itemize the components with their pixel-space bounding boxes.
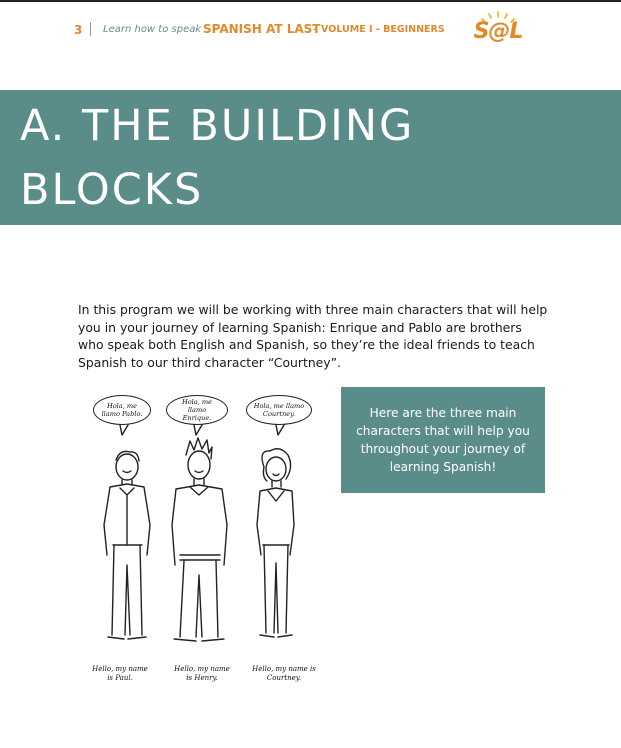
caption-courtney: Hello, my name is Courtney. bbox=[252, 665, 316, 682]
speech-bubble-courtney: Hola, me llamo Courtney. bbox=[246, 395, 312, 425]
sal-logo: S@L bbox=[470, 10, 526, 48]
intro-paragraph: In this program we will be working with … bbox=[78, 302, 548, 370]
speech-bubble-pablo: Hola, me llamo Pablo. bbox=[93, 395, 151, 425]
caption-pablo: Hello, my name is Paul. bbox=[92, 665, 148, 682]
header-volume: – VOLUME I - BEGINNERS bbox=[313, 24, 445, 35]
section-title: A. THE BUILDING BLOCKS bbox=[20, 101, 415, 215]
page-number: 3 bbox=[74, 23, 83, 37]
callout-box: Here are the three main characters that … bbox=[341, 387, 545, 493]
speech-bubble-enrique: Hola, me llamo Enrique. bbox=[166, 395, 228, 425]
running-header: 3 Learn how to speak SPANISH AT LAST – V… bbox=[0, 11, 621, 44]
top-rule bbox=[0, 0, 621, 2]
characters-illustration: Hola, me llamo Pablo. Hola, me llamo Enr… bbox=[80, 395, 330, 690]
enrique-figure bbox=[171, 437, 228, 642]
logo-wordmark: S@L bbox=[473, 19, 524, 44]
header-lead-text: Learn how to speak bbox=[103, 24, 202, 35]
header-book-title: SPANISH AT LAST bbox=[203, 22, 321, 36]
characters-drawing bbox=[103, 424, 295, 642]
courtney-figure bbox=[256, 448, 295, 638]
pablo-figure bbox=[103, 450, 151, 640]
header-separator bbox=[90, 22, 91, 36]
section-banner: A. THE BUILDING BLOCKS bbox=[0, 90, 621, 225]
sun-rays-icon bbox=[481, 11, 515, 23]
callout-text: Here are the three main characters that … bbox=[356, 406, 530, 474]
caption-enrique: Hello, my name is Henry. bbox=[174, 665, 230, 682]
